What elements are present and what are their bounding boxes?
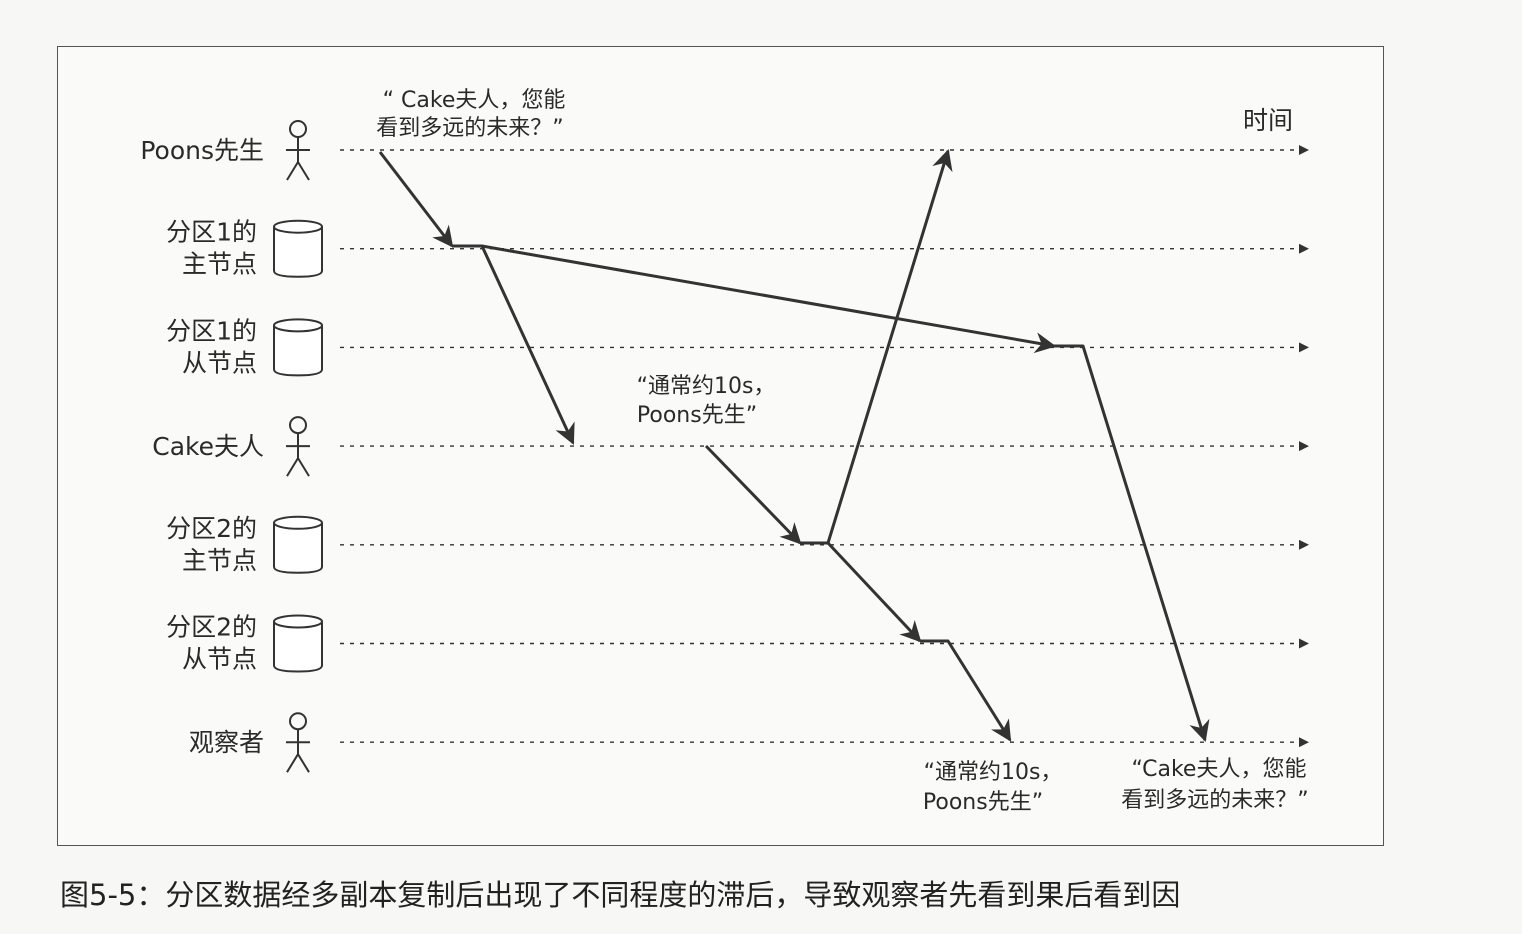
time-label: 时间	[1243, 106, 1293, 135]
database-icon-p2-leader	[273, 515, 323, 574]
label-poons-line-1: Poons先生	[140, 136, 264, 165]
arrow-p1-leader-to-cake	[480, 245, 575, 445]
label-p1-leader-line-1: 分区1的	[166, 218, 257, 247]
quote-observer-question-line-1: “Cake夫人，您能	[1132, 757, 1307, 782]
quote-question-line-1: “ Cake夫人，您能	[383, 88, 566, 113]
figure-caption: 图5-5：分区数据经多副本复制后出现了不同程度的滞后，导致观察者先看到果后看到因	[60, 878, 1181, 912]
label-cake-line-1: Cake夫人	[152, 432, 264, 461]
quote-observer-question-line-2: 看到多远的未来？”	[1121, 788, 1308, 813]
database-icon-p2-follower	[273, 614, 323, 673]
quote-answer-line-2: Poons先生”	[637, 403, 757, 428]
person-icon-cake	[286, 416, 310, 477]
arrow-p1-leader-to-p1-follower	[452, 244, 1057, 354]
message-arrows	[378, 148, 1210, 743]
quote-observer-answer-line-2: Poons先生”	[923, 790, 1043, 815]
label-observer-line-1: 观察者	[189, 728, 264, 757]
arrow-p2-leader-to-p2-follower	[826, 541, 922, 643]
quote-observer-question: “Cake夫人，您能 看到多远的未来？”	[1121, 757, 1308, 813]
database-icon-p1-leader	[273, 219, 323, 278]
quote-answer: “通常约10s， Poons先生”	[637, 374, 776, 428]
label-p2-leader-line-1: 分区2的	[166, 514, 257, 543]
quote-answer-line-1: “通常约10s，	[637, 374, 776, 399]
arrow-p1-follower-to-observer	[1054, 344, 1210, 743]
person-icon-poons	[286, 120, 310, 181]
label-p1-follower-line-2: 从节点	[182, 348, 257, 377]
label-p2-leader-line-2: 主节点	[182, 546, 257, 575]
label-p1-follower-line-1: 分区1的	[166, 316, 257, 345]
arrow-cake-to-p2-leader	[704, 444, 802, 545]
database-icon-p1-follower	[273, 318, 323, 377]
label-p1-leader-line-2: 主节点	[182, 250, 257, 279]
label-p2-follower-line-1: 分区2的	[166, 613, 257, 642]
quote-observer-answer: “通常约10s， Poons先生”	[923, 760, 1063, 815]
quote-observer-answer-line-1: “通常约10s，	[924, 760, 1063, 785]
arrow-poons-to-p1-leader	[378, 151, 454, 248]
timelines	[340, 145, 1309, 748]
person-icon-observer	[286, 712, 310, 773]
label-p2-follower-line-2: 从节点	[182, 645, 257, 674]
quote-question-line-2: 看到多远的未来？”	[376, 116, 563, 141]
arrow-p2-follower-to-observer	[920, 639, 1012, 742]
participant-icons	[273, 120, 323, 773]
quote-question: “ Cake夫人，您能 看到多远的未来？”	[376, 88, 565, 141]
participant-labels: Poons先生分区1的主节点分区1的从节点Cake夫人分区2的主节点分区2的从节…	[140, 136, 264, 757]
